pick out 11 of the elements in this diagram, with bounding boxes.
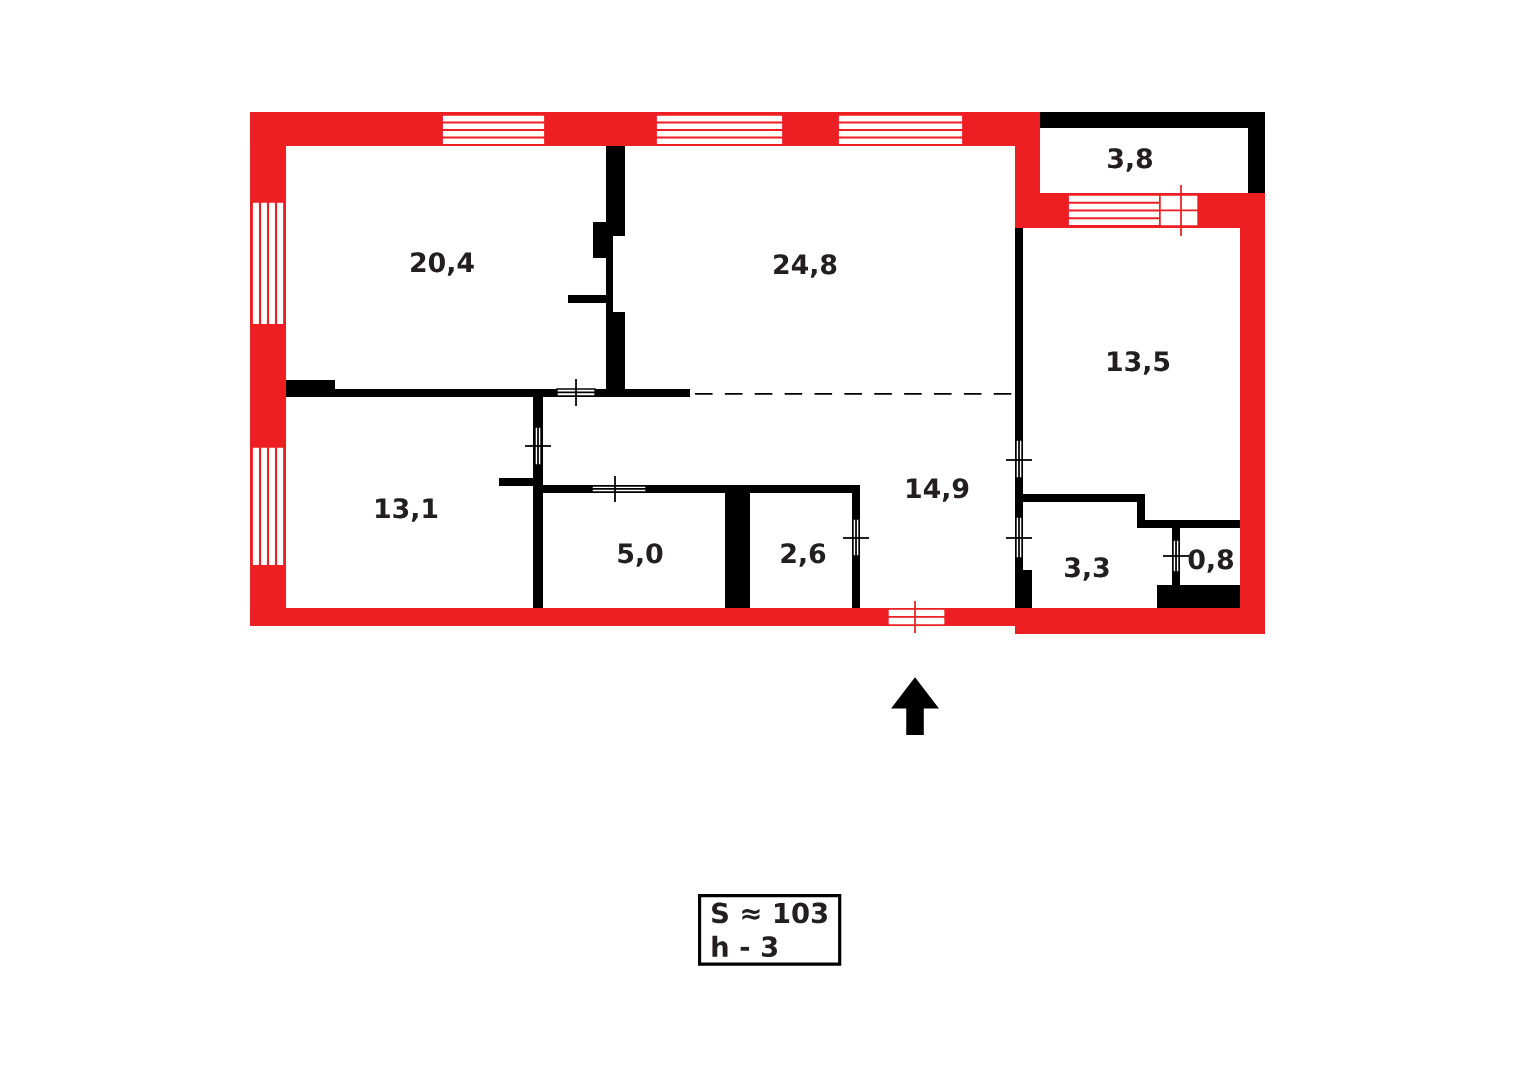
summary-box: S ≈ 103 h - 3 [698, 894, 842, 966]
area-label: 3,3 [1065, 557, 1109, 581]
area-label: 13,1 [376, 498, 438, 522]
area-label: 24,8 [774, 254, 837, 278]
area-label: 2,6 [781, 543, 826, 567]
area-label: 13,5 [1108, 351, 1170, 375]
area-label: 0,8 [1188, 549, 1233, 573]
area-label: 5,0 [618, 543, 663, 567]
area-label: 14,9 [907, 478, 969, 502]
area-label: 20,4 [411, 252, 474, 276]
area-label: 3,8 [1108, 148, 1152, 172]
